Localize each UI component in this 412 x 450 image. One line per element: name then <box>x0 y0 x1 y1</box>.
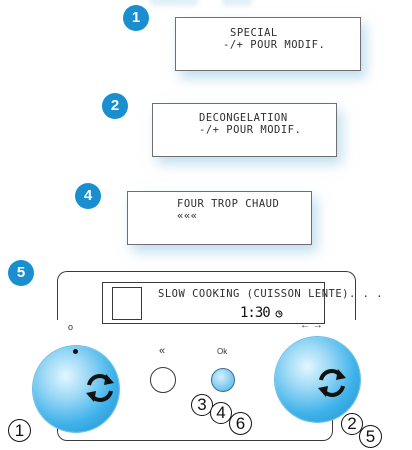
ok-button[interactable] <box>211 368 235 392</box>
back-button[interactable] <box>150 367 176 393</box>
back-label: « <box>159 345 166 357</box>
callout-1: 1 <box>8 419 31 442</box>
time-value: 1:30 <box>240 305 271 321</box>
timer-icon <box>275 310 283 318</box>
rotate-arrows-icon <box>318 369 346 397</box>
oven-display: SLOW COOKING (CUISSON LENTE). . . 1:30 <box>102 282 383 324</box>
message-line-1: DECONGELATION <box>199 112 288 124</box>
message-line-2: ««« <box>177 210 198 222</box>
step-badge-2: 2 <box>102 93 128 119</box>
message-box-special: SPECIAL -/+ POUR MODIF. <box>175 17 361 71</box>
step-badge-4: 4 <box>75 183 101 209</box>
callout-4: 4 <box>210 402 232 424</box>
step-badge-1: 1 <box>123 5 149 31</box>
callout-2: 2 <box>341 413 363 435</box>
arrows-label: ← → <box>300 320 323 331</box>
message-line-2: -/+ POUR MODIF. <box>223 39 326 51</box>
message-line-1: FOUR TROP CHAUD <box>177 198 280 210</box>
callout-6: 6 <box>229 412 252 435</box>
rotate-arrows-icon <box>86 374 114 402</box>
callout-5: 5 <box>359 425 382 448</box>
function-selector-knob[interactable] <box>33 346 119 432</box>
left-knob-off-label: o <box>68 322 74 332</box>
message-line-1: SPECIAL <box>230 27 278 39</box>
time-readout: 1:30 <box>240 305 271 321</box>
knob-indicator-dot <box>73 349 78 354</box>
temperature-knob[interactable] <box>275 337 360 422</box>
top-smudge-left <box>150 0 198 6</box>
step-badge-5: 5 <box>8 260 34 286</box>
message-line-2: -/+ POUR MODIF. <box>199 124 302 136</box>
display-text: SLOW COOKING (CUISSON LENTE). . . <box>158 288 384 300</box>
ok-label: Ok <box>217 347 228 356</box>
message-box-four-trop-chaud: FOUR TROP CHAUD ««« <box>127 191 312 245</box>
control-panel-bottom <box>57 420 333 441</box>
function-symbol-box <box>112 287 142 320</box>
message-box-decongelation: DECONGELATION -/+ POUR MODIF. <box>152 103 337 157</box>
top-smudge-right <box>222 0 252 6</box>
